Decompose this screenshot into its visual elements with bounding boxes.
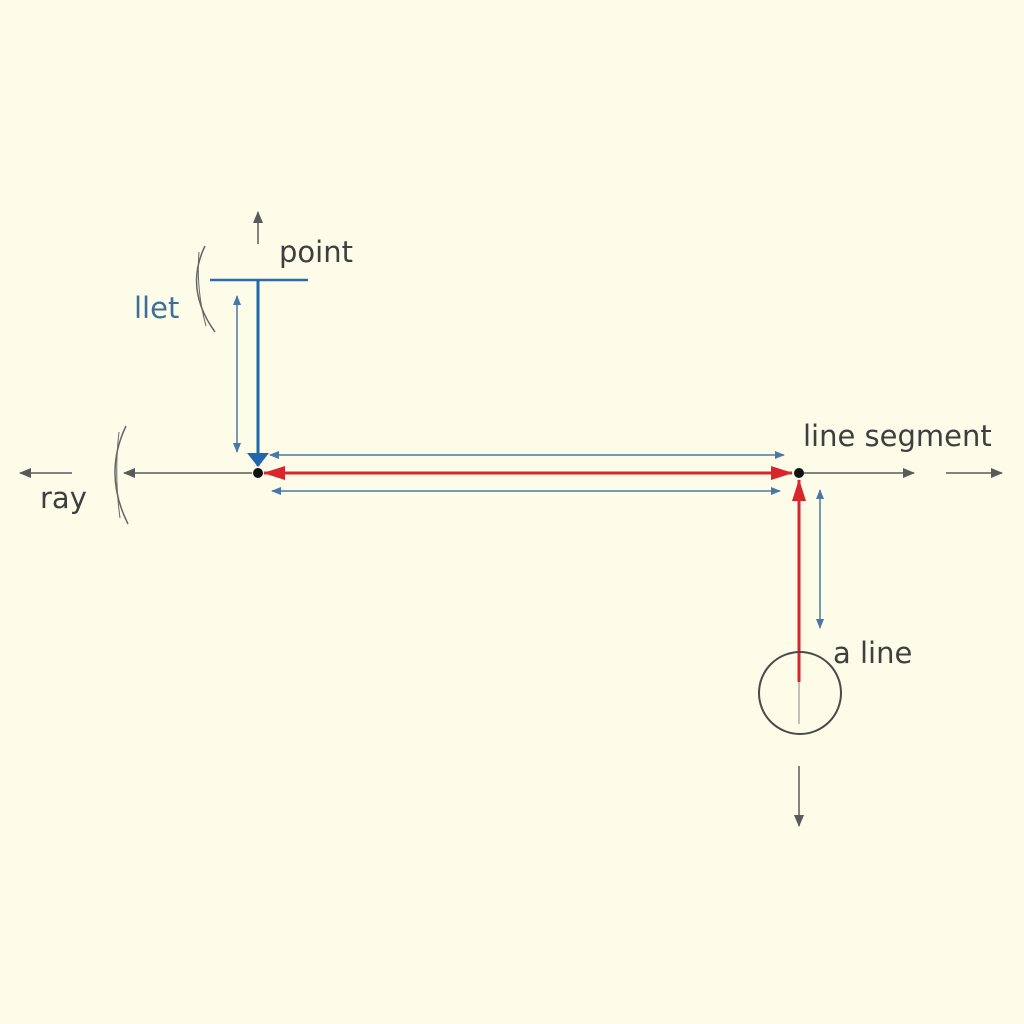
llet-bracket xyxy=(195,245,216,333)
label-ray: ray xyxy=(40,481,87,515)
label-point: point xyxy=(279,235,353,269)
label-a-line: a line xyxy=(833,636,912,670)
label-line-segment: line segment xyxy=(803,419,992,453)
label-llet: llet xyxy=(134,291,179,325)
circle xyxy=(758,651,842,735)
left-point xyxy=(253,468,263,478)
ray-bracket-inner xyxy=(116,431,121,519)
right-point xyxy=(794,468,804,478)
ray-bracket xyxy=(114,425,129,525)
llet-bracket-inner xyxy=(197,251,207,327)
